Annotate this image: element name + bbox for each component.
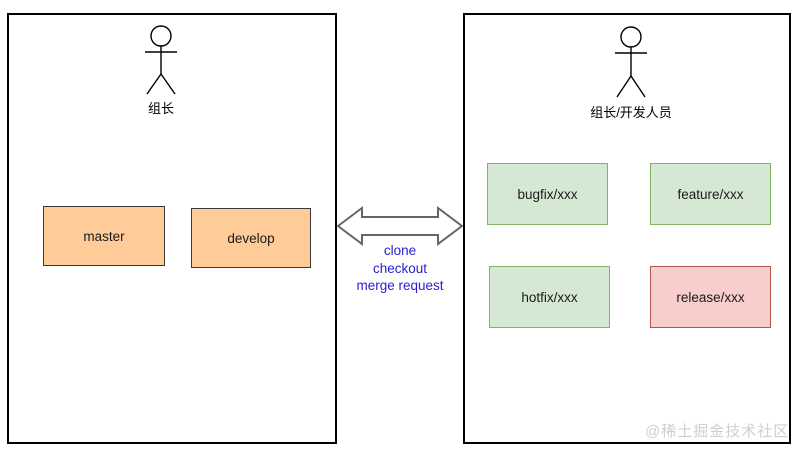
branch-node-release[interactable]: release/xxx	[650, 266, 771, 328]
connector-label-group: clone checkout merge request	[330, 242, 470, 295]
stick-figure-actor-icon	[145, 25, 177, 95]
double-headed-arrow-icon	[336, 206, 464, 246]
connector-arrow	[336, 205, 464, 247]
actor-team-leader-label: 组长	[147, 101, 174, 116]
branch-node-develop[interactable]: develop	[191, 208, 311, 268]
actor-team-leader-developer-label: 组长/开发人员	[590, 105, 672, 120]
connector-label-clone: clone	[383, 243, 417, 258]
branch-node-master[interactable]: master	[43, 206, 165, 266]
branch-node-hotfix-label: hotfix/xxx	[521, 289, 578, 305]
actor-team-leader-developer: 组长/开发人员	[590, 24, 672, 121]
watermark: @稀土掘金技术社区	[645, 423, 790, 440]
branch-node-release-label: release/xxx	[676, 289, 745, 305]
branch-node-develop-label: develop	[227, 230, 275, 246]
branch-node-feature[interactable]: feature/xxx	[650, 163, 771, 225]
branch-node-hotfix[interactable]: hotfix/xxx	[489, 266, 610, 328]
branch-node-feature-label: feature/xxx	[677, 186, 744, 202]
actor-team-leader: 组长	[126, 24, 196, 117]
connector-label-checkout: checkout	[372, 260, 428, 276]
stick-figure-actor-icon	[615, 26, 647, 98]
branch-node-bugfix[interactable]: bugfix/xxx	[487, 163, 608, 225]
right-repository-container	[463, 13, 791, 444]
connector-label-merge-request: merge request	[356, 278, 444, 293]
branch-node-master-label: master	[83, 228, 125, 244]
branch-node-bugfix-label: bugfix/xxx	[517, 186, 578, 202]
